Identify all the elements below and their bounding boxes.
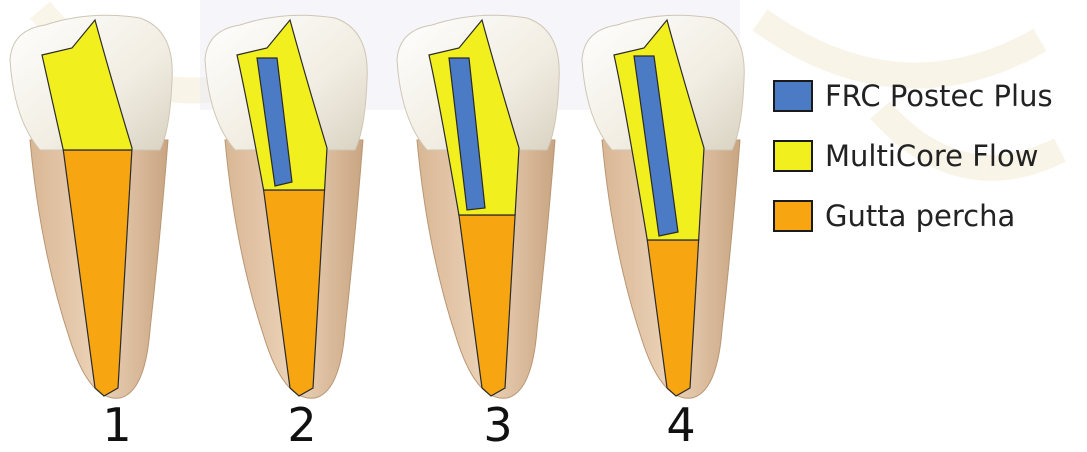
legend-item-multicore: MultiCore Flow <box>773 140 1083 200</box>
orange-square-icon <box>773 200 813 232</box>
yellow-square-icon <box>773 140 813 172</box>
legend-label: FRC Postec Plus <box>825 78 1053 114</box>
legend-item-gutta-percha: Gutta percha <box>773 200 1083 260</box>
legend-label: MultiCore Flow <box>825 138 1038 174</box>
tooth-3 <box>397 15 559 398</box>
tooth-number-2: 2 <box>272 400 332 450</box>
tooth-2 <box>205 15 367 398</box>
tooth-1 <box>10 15 172 398</box>
teeth-illustration <box>0 0 760 400</box>
legend: FRC Postec Plus MultiCore Flow Gutta per… <box>773 80 1083 260</box>
legend-item-frc-post: FRC Postec Plus <box>773 80 1083 140</box>
tooth-number-4: 4 <box>651 400 711 450</box>
blue-square-icon <box>773 80 813 112</box>
tooth-number-3: 3 <box>468 400 528 450</box>
legend-label: Gutta percha <box>825 198 1015 234</box>
tooth-4 <box>582 15 744 398</box>
tooth-number-1: 1 <box>87 400 147 450</box>
